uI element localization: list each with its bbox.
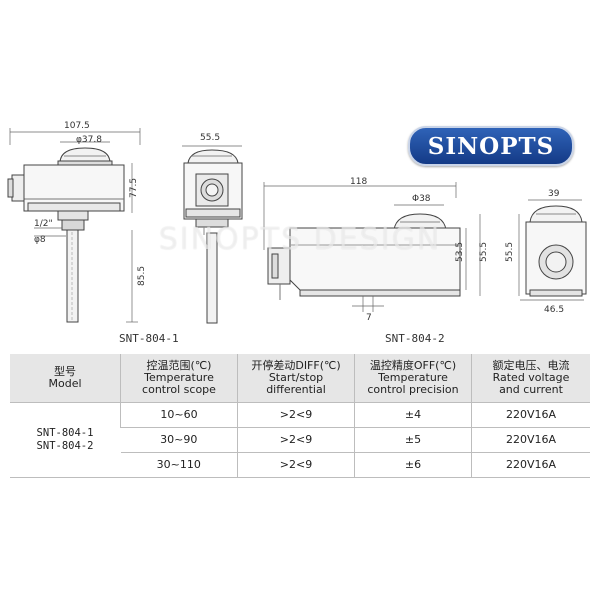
range-cell: 30~110 [120,452,238,478]
drawing-snt-804-2-front [518,199,587,301]
dim-front-width: 55.5 [200,133,220,143]
technical-drawings: 107.5 φ37.8 77.5 1/2" φ8 85.5 55.5 118 Φ… [7,121,587,324]
dim-dial-38: Φ38 [412,194,431,204]
precision-cell: ±5 [354,427,472,453]
range-cell: 30~90 [120,427,238,453]
dim-length-118: 118 [350,177,367,187]
rating-cell: 220V16A [471,402,590,428]
header-model: 型号 Model [10,354,121,403]
dim-top-39: 39 [548,189,560,199]
diff-cell: >2<9 [237,402,355,428]
diff-cell: >2<9 [237,427,355,453]
drawing-snt-804-1-front [182,145,243,324]
dim-bottom-465: 46.5 [544,305,564,315]
table-header-row: 型号 Model 控温范围(℃) Temperature control sco… [10,354,590,403]
precision-cell: ±4 [354,402,472,428]
spec-table: 型号 Model 控温范围(℃) Temperature control sco… [10,354,590,478]
dim-width-107: 107.5 [64,121,90,131]
header-rating: 额定电压、电流 Rated voltage and current [471,354,590,403]
header-range: 控温范围(℃) Temperature control scope [120,354,238,403]
dim-height-775: 77.5 [129,178,139,198]
dim-thread: 1/2" [34,219,53,229]
dim-probe-len: 85.5 [137,266,147,286]
dim-h1: 53.5 [455,242,465,262]
brand-logo: SINOPTS [408,126,574,166]
range-cell: 10~60 [120,402,238,428]
dim-h2: 55.5 [479,242,489,262]
drawing-snt-804-1 [7,128,141,323]
header-differential: 开停差动DIFF(℃) Start/stop differential [237,354,355,403]
precision-cell: ±6 [354,452,472,478]
drawing-snt-804-2-side [263,182,481,312]
header-precision: 温控精度OFF(℃) Temperature control precision [354,354,472,403]
table-row: 30~110 >2<9 ±6 220V16A [10,452,590,478]
table-row: 30~90 >2<9 ±5 220V16A [10,427,590,453]
brand-name: SINOPTS [427,132,555,160]
dim-dial-378: φ37.8 [76,135,102,145]
rating-cell: 220V16A [471,427,590,453]
table-row: SNT-804-1 SNT-804-2 10~60 >2<9 ±4 220V16… [10,402,590,478]
model-cell: SNT-804-1 SNT-804-2 [10,402,121,478]
rating-cell: 220V16A [471,452,590,478]
watermark: SINOPTS DESIGN [158,222,442,257]
dim-probe-dia: φ8 [34,235,46,245]
label-snt-804-1: SNT-804-1 [119,332,179,345]
label-snt-804-2: SNT-804-2 [385,332,445,345]
diff-cell: >2<9 [237,452,355,478]
dim-bottom-7: 7 [366,313,372,323]
dim-height-555: 55.5 [505,242,515,262]
